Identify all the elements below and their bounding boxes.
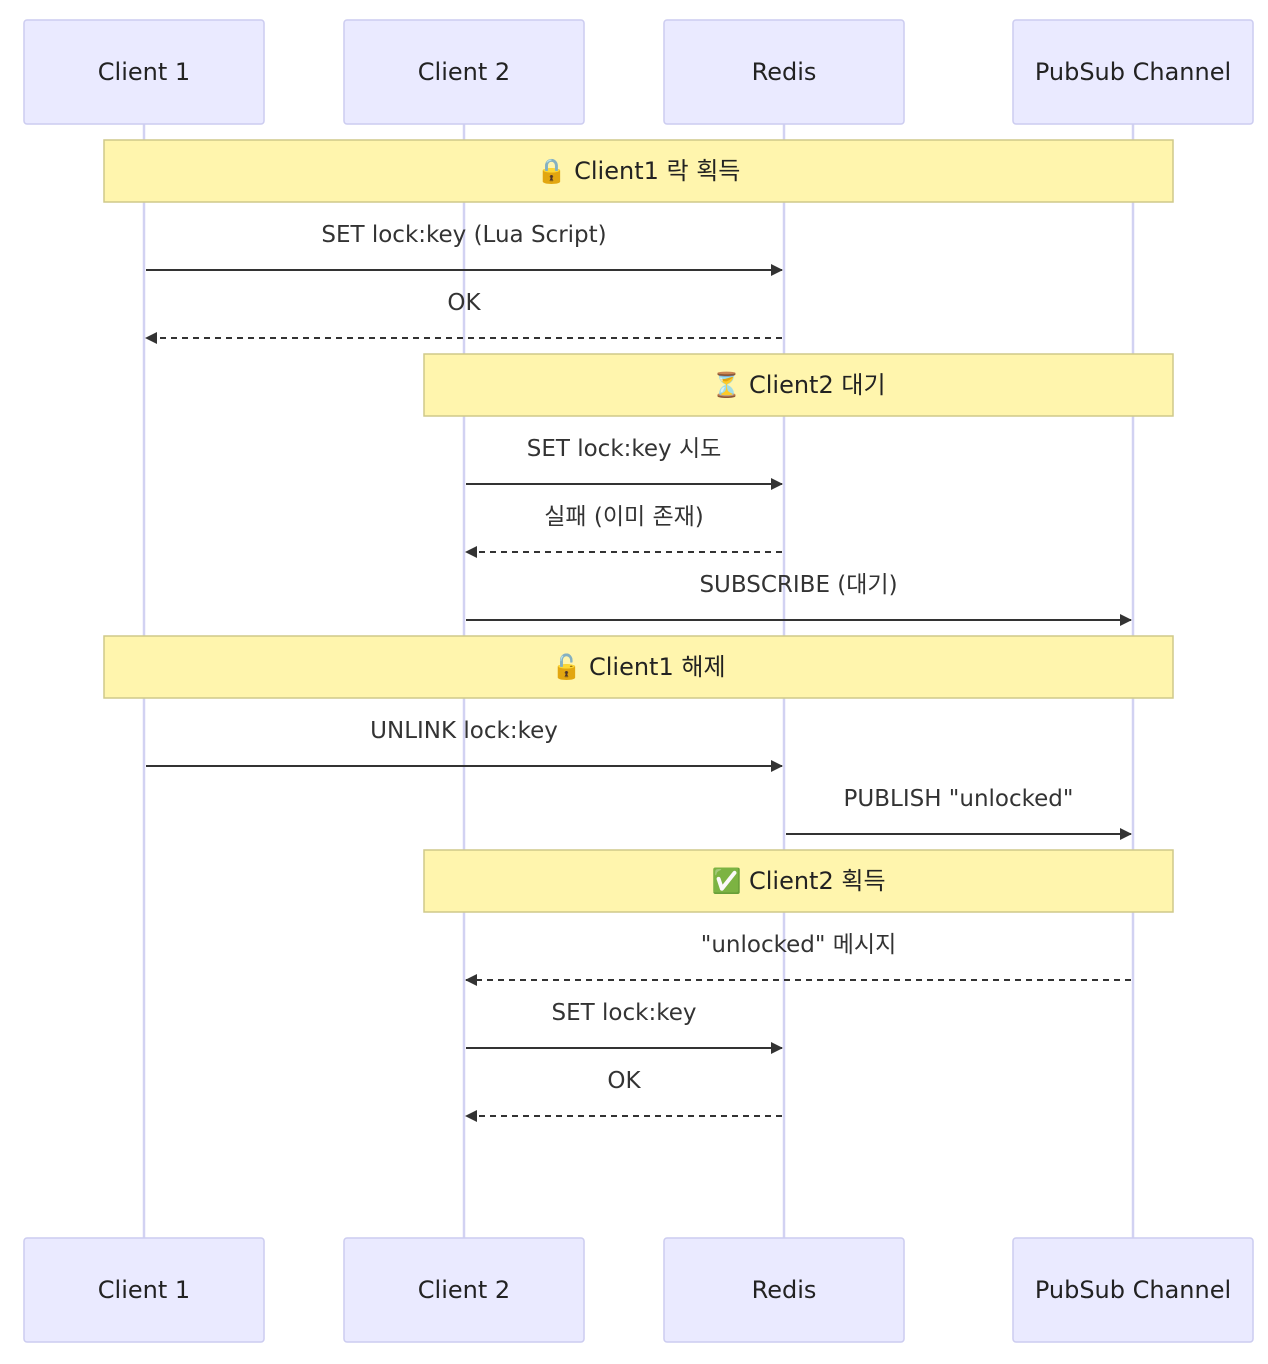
participant-top-redis: Redis [663, 19, 905, 125]
participant-label: Client 2 [418, 58, 510, 86]
lock-icon: 🔒 [537, 157, 575, 185]
message-label: UNLINK lock:key [370, 718, 558, 744]
note-box [103, 635, 1174, 699]
participant-top-pubsub-channel: PubSub Channel [1012, 19, 1254, 125]
participant-top-client-2: Client 2 [343, 19, 585, 125]
participant-box [343, 1237, 585, 1343]
participant-box [663, 1237, 905, 1343]
message-label: "unlocked" 메시지 [701, 932, 896, 958]
message-8: "unlocked" 메시지 [465, 932, 1131, 986]
message-7: PUBLISH "unlocked" [786, 786, 1132, 840]
participant-box [663, 19, 905, 125]
note-label: Client1 락 획득 [574, 157, 740, 185]
note-client2: ⏳ Client2 대기 [423, 353, 1174, 417]
note-client1: 🔓 Client1 해제 [103, 635, 1174, 699]
message-label: OK [447, 290, 481, 316]
participant-bottom-client-2: Client 2 [343, 1237, 585, 1343]
participant-bottom-client-1: Client 1 [23, 1237, 265, 1343]
participant-label: Redis [752, 58, 817, 86]
message-2: OK [145, 290, 782, 344]
participant-label: PubSub Channel [1035, 1276, 1231, 1304]
message-label: SUBSCRIBE (대기) [699, 572, 897, 598]
message-5: SUBSCRIBE (대기) [466, 572, 1132, 626]
note-label: Client1 해제 [589, 653, 726, 681]
svg-text:✅ Client2 획득: ✅ Client2 획득 [711, 867, 885, 895]
message-label: SET lock:key (Lua Script) [321, 222, 606, 248]
message-6: UNLINK lock:key [146, 718, 783, 772]
svg-text:⏳ Client2 대기: ⏳ Client2 대기 [711, 371, 885, 399]
participant-label: Client 2 [418, 1276, 510, 1304]
note-box [423, 849, 1174, 913]
message-1: SET lock:key (Lua Script) [146, 222, 783, 276]
participant-label: PubSub Channel [1035, 58, 1231, 86]
participant-box [23, 19, 265, 125]
message-label: PUBLISH "unlocked" [844, 786, 1074, 812]
unlock-icon: 🔓 [551, 653, 589, 681]
note-client2: ✅ Client2 획득 [423, 849, 1174, 913]
message-label: 실패 (이미 존재) [544, 504, 704, 530]
participant-label: Redis [752, 1276, 817, 1304]
message-9: SET lock:key [466, 1000, 783, 1054]
check-icon: ✅ [711, 867, 749, 895]
participant-box [1012, 19, 1254, 125]
message-4: 실패 (이미 존재) [465, 504, 782, 558]
message-label: OK [607, 1068, 641, 1094]
participant-box [1012, 1237, 1254, 1343]
message-label: SET lock:key [552, 1000, 697, 1026]
note-box [423, 353, 1174, 417]
note-label: Client2 획득 [749, 867, 886, 895]
participant-bottom-pubsub-channel: PubSub Channel [1012, 1237, 1254, 1343]
participant-bottom-redis: Redis [663, 1237, 905, 1343]
note-client1: 🔒 Client1 락 획득 [103, 139, 1174, 203]
participant-box [23, 1237, 265, 1343]
participant-top-client-1: Client 1 [23, 19, 265, 125]
participant-box [343, 19, 585, 125]
svg-text:🔒 Client1 락 획득: 🔒 Client1 락 획득 [537, 157, 741, 185]
hourglass-icon: ⏳ [711, 371, 749, 399]
message-label: SET lock:key 시도 [527, 436, 722, 462]
message-10: OK [465, 1068, 782, 1122]
svg-text:🔓 Client1 해제: 🔓 Client1 해제 [551, 653, 725, 681]
note-label: Client2 대기 [749, 371, 886, 399]
participant-label: Client 1 [98, 58, 190, 86]
participant-label: Client 1 [98, 1276, 190, 1304]
note-box [103, 139, 1174, 203]
message-3: SET lock:key 시도 [466, 436, 783, 490]
